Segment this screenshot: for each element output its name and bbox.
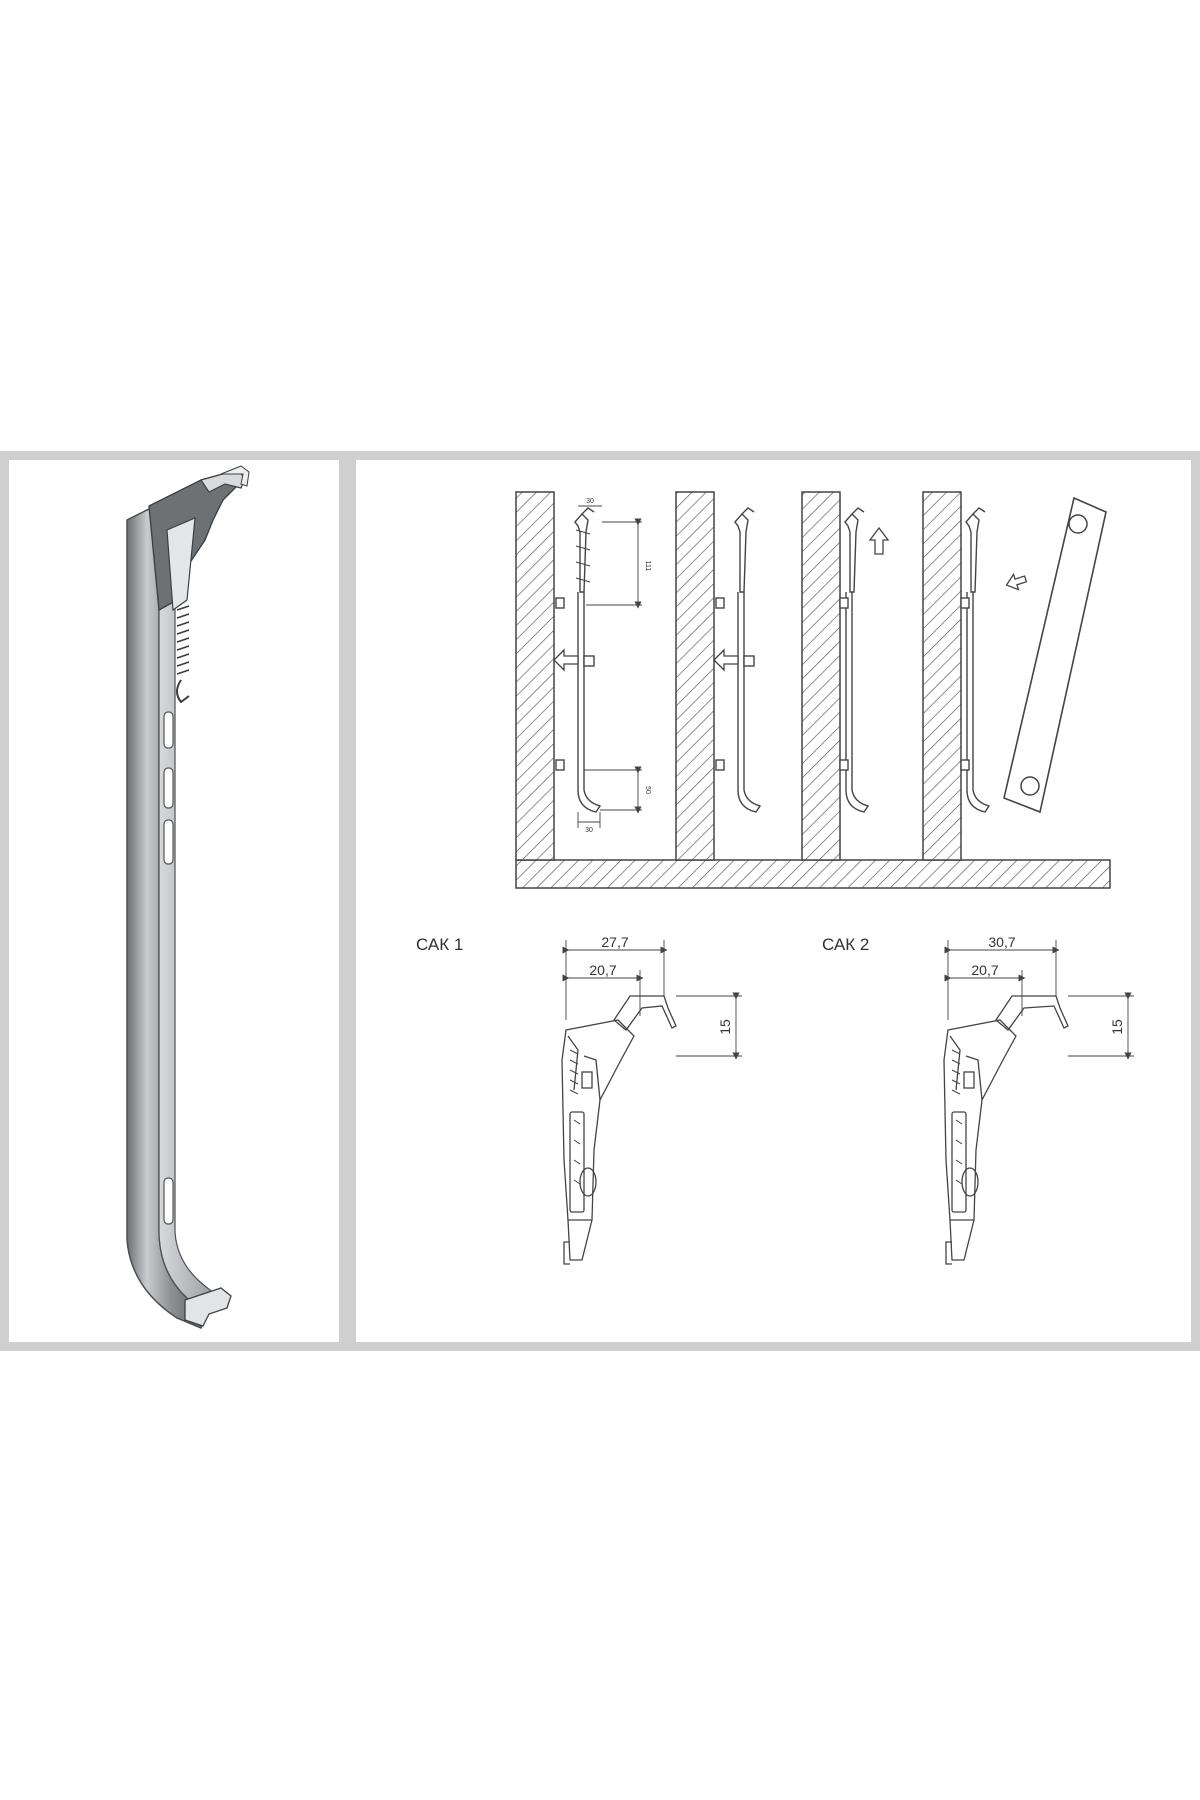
dim-top-height: 111: [644, 561, 651, 572]
dim-top-width: 30: [586, 498, 594, 505]
dim-bottom-height: 50: [644, 786, 651, 794]
step3-bracket: [839, 507, 870, 813]
arrow-left-icon: [553, 648, 579, 672]
radiator-panel-icon: [1003, 496, 1107, 814]
arrow-left-icon: [713, 648, 739, 672]
variant-1-detail: [561, 940, 742, 1265]
step2-bracket: [715, 507, 762, 813]
floor-hatch: [515, 859, 1111, 889]
step4-bracket: [960, 507, 991, 813]
step1-bracket: [555, 507, 602, 813]
dim-bottom-width: 30: [585, 827, 593, 834]
variant-2-detail: [943, 940, 1134, 1265]
step1-dimension-labels: 30 111 50 30: [585, 498, 651, 834]
variant-1-dim-height: 15: [717, 1019, 733, 1035]
variant-1-dim-outer: 27,7: [601, 934, 628, 950]
wall-hatch-icon: [515, 491, 962, 861]
variant-2-dim-height: 15: [1109, 1019, 1125, 1035]
figure-frame: 30 111 50 30: [0, 451, 1200, 1351]
bracket-3d-panel: [9, 460, 339, 1342]
installation-diagram-panel: 30 111 50 30: [356, 460, 1191, 1342]
variant-2-dim-outer: 30,7: [988, 934, 1015, 950]
arrow-up-icon: [868, 526, 890, 555]
bracket-3d-icon: [126, 465, 250, 1330]
variant-2-dim-inner: 20,7: [971, 962, 998, 978]
installation-steps-diagram: 30 111 50 30: [416, 491, 1134, 1265]
variant-2-label: САК 2: [822, 935, 869, 954]
step1-dimension-lines: [577, 505, 642, 828]
arrow-left-icon: [1005, 572, 1028, 591]
variant-1-label: САК 1: [416, 935, 463, 954]
variant-1-dim-inner: 20,7: [589, 962, 616, 978]
